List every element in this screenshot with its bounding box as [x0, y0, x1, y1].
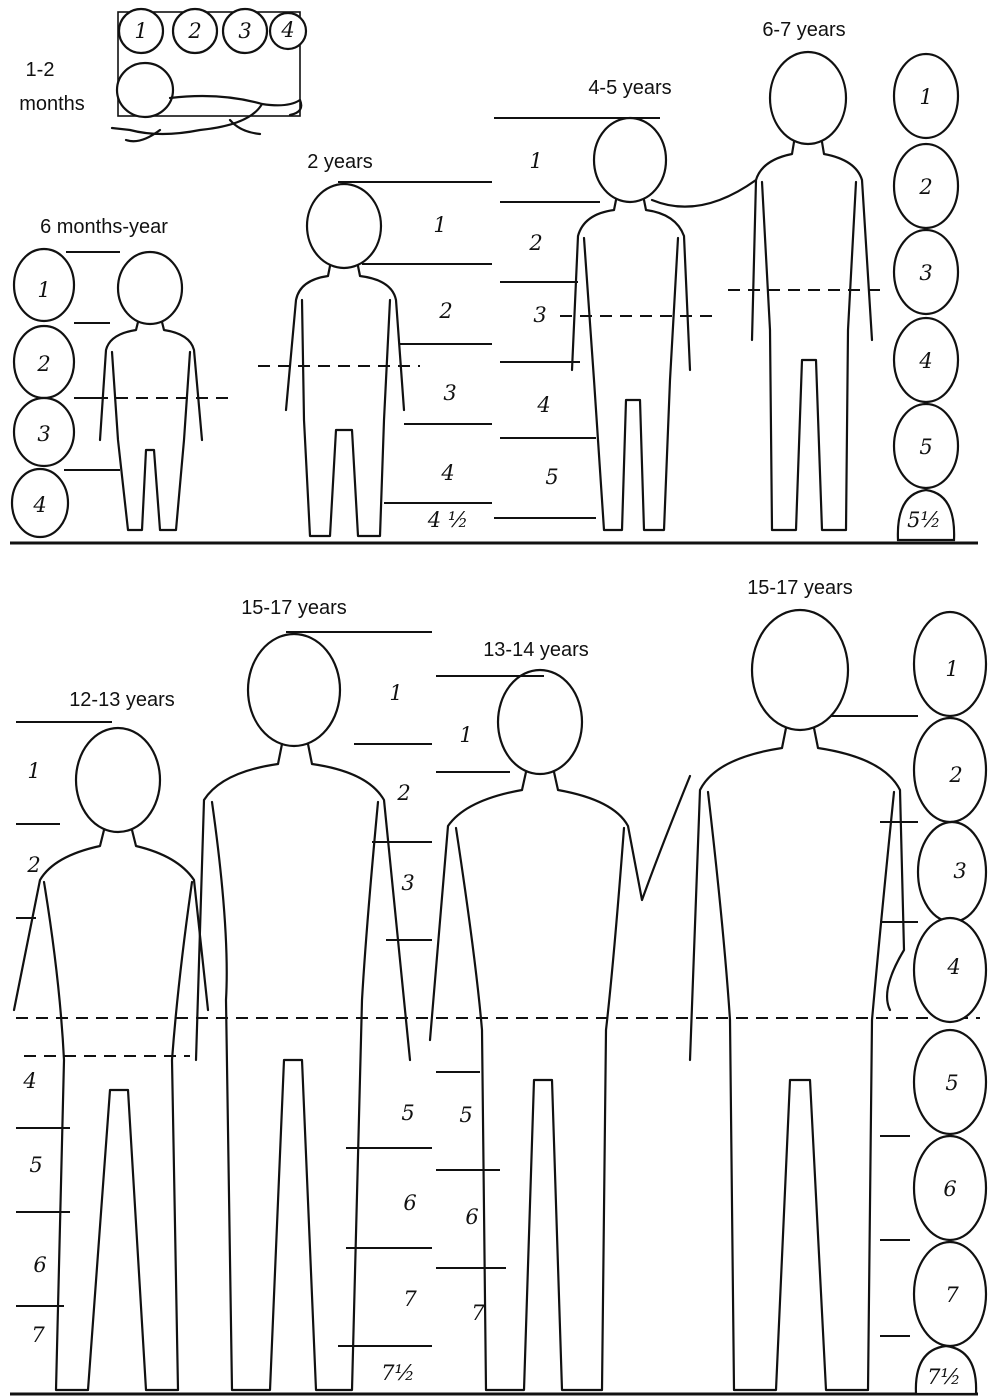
figure-head — [770, 52, 846, 144]
head-num: 4 — [22, 1069, 36, 1093]
age-label: 13-14 years — [483, 639, 589, 661]
head-num: 1 — [945, 657, 958, 681]
age-label: 1-2 — [26, 59, 55, 81]
head-num: 5 — [545, 465, 558, 489]
head-num: 5 — [945, 1071, 958, 1095]
head-num: 2 — [948, 763, 962, 787]
age-label: 2 years — [307, 151, 373, 173]
child-6-7-years: 6-7 years 1 2 3 4 5 5½ — [652, 19, 958, 540]
head-num: 7½ — [381, 1361, 415, 1385]
head-num: 6 — [943, 1177, 956, 1201]
figure-head — [594, 118, 666, 202]
age-label: 15-17 years — [241, 597, 347, 619]
figure-head — [118, 252, 182, 324]
head-num: 7 — [471, 1301, 485, 1325]
figure-body — [196, 744, 410, 1390]
head-num: 7 — [403, 1287, 417, 1311]
head-num: 6 — [465, 1205, 478, 1229]
age-label: 12-13 years — [69, 689, 175, 711]
head-num: 3 — [919, 261, 932, 285]
head-num: 4 — [918, 349, 932, 373]
head-num: 5 — [459, 1103, 472, 1127]
head-num: 1 — [433, 213, 446, 237]
age-label: 6 months-year — [40, 216, 168, 238]
head-num: 7 — [31, 1323, 45, 1347]
age-label: months — [19, 93, 85, 115]
head-num: 5 — [401, 1101, 414, 1125]
head-num: 1 — [919, 85, 932, 109]
head-num: 1 — [37, 278, 50, 302]
head-num: 7 — [945, 1283, 959, 1307]
head-num: 3 — [401, 871, 414, 895]
head-unit-3 — [918, 822, 986, 922]
figure-body — [100, 322, 202, 530]
head-num: 3 — [953, 859, 966, 883]
head-num: 3 — [533, 303, 546, 327]
figure-head — [307, 184, 381, 268]
head-num: 2 — [918, 175, 932, 199]
head-num: 4 — [946, 955, 960, 979]
figure-body — [652, 142, 872, 530]
head-num: 1 — [27, 759, 40, 783]
head-num: 2 — [438, 299, 452, 323]
teen-male-13-14-years: 13-14 years 1 5 6 7 — [430, 639, 690, 1390]
child-6-months-year: 6 months-year 1 2 3 4 — [12, 216, 228, 537]
figure-head — [248, 634, 340, 746]
head-num: 3 — [238, 19, 251, 43]
figure-head — [498, 670, 582, 774]
head-num: 1 — [459, 723, 472, 747]
child-2-years: 2 years 1 2 3 4 4 ½ — [258, 151, 492, 536]
head-num: 3 — [37, 422, 50, 446]
head-num: 4 ½ — [427, 508, 468, 532]
infant-1-2-months: 1 2 3 4 1-2 months — [19, 9, 306, 141]
head-num: 2 — [36, 352, 50, 376]
age-label: 6-7 years — [762, 19, 845, 41]
head-num: 2 — [187, 19, 201, 43]
head-num: 1 — [389, 681, 402, 705]
age-label: 4-5 years — [588, 77, 671, 99]
figure-head — [76, 728, 160, 832]
head-num: 5 — [29, 1153, 42, 1177]
teen-male-15-17-years: 15-17 years 1 2 3 4 5 6 7 7½ — [690, 577, 986, 1394]
head-num: 6 — [33, 1253, 46, 1277]
head-num: 6 — [403, 1191, 416, 1215]
teen-female-15-17-years: 15-17 years 1 2 3 5 6 7 7½ — [196, 597, 432, 1390]
head-num: 4 — [536, 393, 550, 417]
figure-body — [430, 772, 690, 1390]
head-num: 2 — [528, 231, 542, 255]
figure-body — [690, 728, 904, 1390]
child-4-5-years: 4-5 years 1 2 3 4 5 — [494, 77, 720, 530]
head-num: 2 — [396, 781, 410, 805]
head-num: 1 — [134, 19, 147, 43]
age-label: 15-17 years — [747, 577, 853, 599]
head-num: 1 — [529, 149, 542, 173]
head-num: 5 — [919, 435, 932, 459]
head-num: 7½ — [927, 1365, 961, 1389]
head-num: 3 — [443, 381, 456, 405]
baby-head — [117, 63, 173, 117]
head-num: 5½ — [907, 508, 941, 532]
head-num: 4 — [32, 493, 46, 517]
head-num: 2 — [26, 853, 40, 877]
head-num: 4 — [280, 18, 294, 42]
figure-body — [286, 266, 404, 536]
figure-head — [752, 610, 848, 730]
youth-12-13-years: 12-13 years 1 2 4 5 6 7 — [14, 689, 208, 1390]
figure-body — [572, 200, 690, 530]
head-num: 4 — [440, 461, 454, 485]
